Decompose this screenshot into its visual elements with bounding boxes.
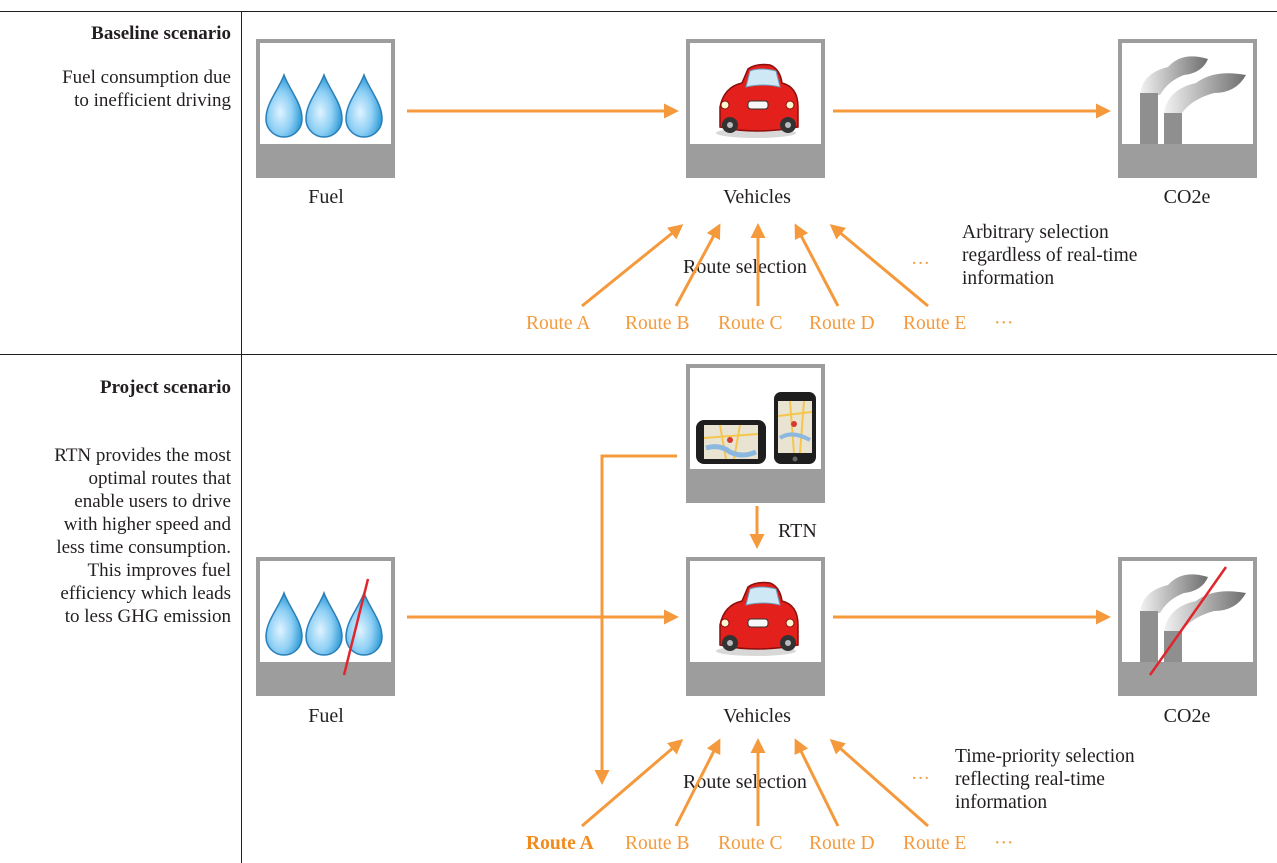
top-border [0, 11, 1277, 12]
note-line: Arbitrary selection [962, 222, 1109, 243]
route-b: Route B [625, 833, 690, 854]
vehicle-card [686, 557, 825, 696]
baseline-note: Arbitrary selection regardless of real-t… [962, 221, 1137, 290]
note-line: regardless of real-time [962, 245, 1138, 266]
project-heading: Project scenario [99, 377, 231, 398]
route-c: Route C [718, 313, 783, 334]
desc-line: Fuel consumption due [62, 67, 231, 88]
vehicles-label: Vehicles [723, 186, 791, 208]
ellipsis: ··· [911, 768, 930, 789]
note-line: information [962, 268, 1055, 289]
project-description: RTN provides the most optimal routes tha… [0, 444, 231, 628]
route-a: Route A [526, 313, 591, 334]
co2-card [1118, 39, 1257, 178]
column-divider [241, 11, 242, 863]
factory-smoke-icon [1140, 574, 1246, 667]
note-line: information [955, 792, 1048, 813]
project-note: Time-priority selection reflecting real-… [955, 745, 1135, 814]
route-more: ··· [994, 833, 1014, 854]
route-b: Route B [625, 313, 690, 334]
route-a-selected: Route A [526, 833, 594, 854]
fuel-card [256, 39, 395, 178]
desc-line: RTN provides the most [54, 445, 231, 466]
route-d: Route D [809, 833, 875, 854]
arrow-rtn-to-route-a [594, 454, 677, 785]
route-selection-label: Route selection [683, 771, 807, 793]
arrow-route-a [581, 224, 684, 308]
route-c: Route C [718, 833, 783, 854]
car-icon [716, 581, 799, 656]
co2-label: CO2e [1163, 186, 1211, 208]
rtn-label: RTN [778, 520, 817, 542]
route-more: ··· [994, 313, 1014, 334]
ellipsis: ··· [911, 253, 930, 274]
desc-line: optimal routes that [88, 468, 231, 489]
route-e: Route E [903, 833, 967, 854]
arrow-route-e [829, 224, 929, 308]
arrow-route-b [674, 738, 721, 827]
desc-line: less time consumption. [56, 537, 231, 558]
route-selection-label: Route selection [683, 256, 807, 278]
route-d: Route D [809, 313, 875, 334]
arrow-route-d [794, 738, 840, 827]
vehicle-card [686, 39, 825, 178]
strike-line [342, 578, 370, 676]
row-divider [0, 354, 1277, 355]
card-base [690, 469, 821, 499]
desc-line: to inefficient driving [74, 90, 231, 111]
desc-line: This improves fuel [87, 560, 231, 581]
desc-line: with higher speed and [63, 514, 231, 535]
fuel-label: Fuel [308, 705, 344, 727]
note-line: Time-priority selection [955, 746, 1135, 767]
arrow-route-d [794, 223, 840, 307]
card-base [690, 144, 821, 174]
water-drop-icon [265, 591, 383, 656]
co2-label: CO2e [1163, 705, 1211, 727]
arrow-route-e [829, 739, 929, 828]
route-e: Route E [903, 313, 967, 334]
desc-line: to less GHG emission [64, 606, 231, 627]
card-base [1122, 662, 1253, 692]
fuel-label: Fuel [308, 186, 344, 208]
note-line: reflecting real-time [955, 769, 1105, 790]
card-base [1122, 144, 1253, 174]
arrow-route-b [674, 223, 721, 307]
card-base [690, 662, 821, 692]
baseline-description: Fuel consumption due to inefficient driv… [1, 66, 231, 112]
card-base [260, 144, 391, 174]
strike-line [1148, 566, 1228, 676]
card-base [260, 662, 391, 692]
desc-line: efficiency which leads [60, 583, 231, 604]
factory-smoke-icon [1140, 56, 1246, 149]
smartphone-map-icon [696, 392, 816, 464]
rtn-card [686, 364, 825, 503]
fuel-card-reduced [256, 557, 395, 696]
car-icon [716, 63, 799, 138]
desc-line: enable users to drive [74, 491, 231, 512]
vehicles-label: Vehicles [723, 705, 791, 727]
co2-card-reduced [1118, 557, 1257, 696]
arrow-route-a [581, 739, 684, 828]
baseline-heading: Baseline scenario [91, 23, 231, 44]
water-drop-icon [265, 73, 383, 138]
